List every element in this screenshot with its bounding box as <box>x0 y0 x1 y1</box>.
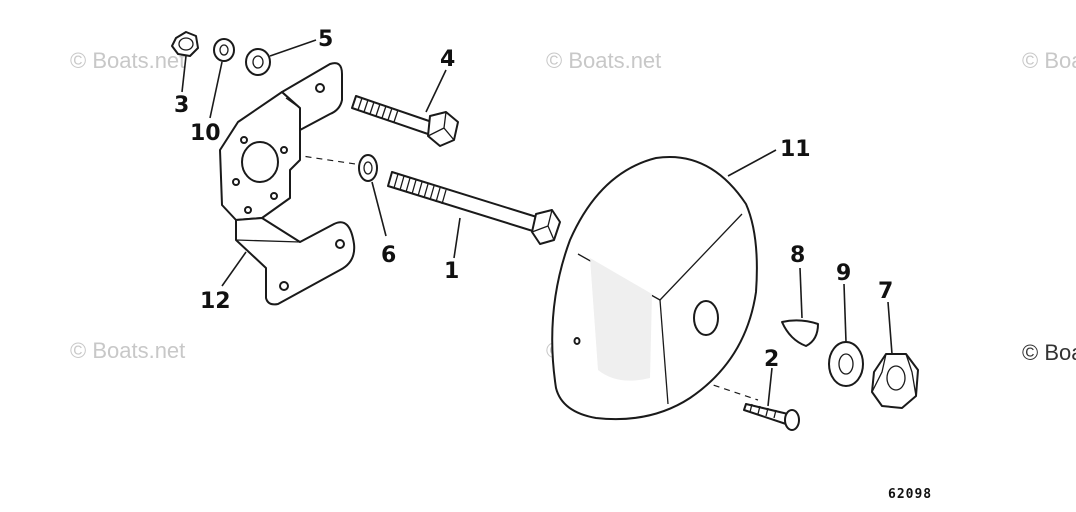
screw-part-2 <box>743 403 800 431</box>
watermark-top-left: © Boats.net <box>70 48 185 73</box>
bolt-part-4 <box>351 95 459 147</box>
assembly-line-screw <box>577 339 759 401</box>
leader-6 <box>371 181 387 237</box>
callout-2: 2 <box>764 347 779 372</box>
washer-part-9 <box>828 341 864 387</box>
watermark-top-center: © Boats.net <box>546 48 661 73</box>
leader-7 <box>887 301 893 355</box>
callout-11: 11 <box>780 137 811 162</box>
bracket-part-12 <box>219 62 356 306</box>
washer-part-6 <box>358 154 378 182</box>
leader-8 <box>799 267 803 319</box>
leader-5 <box>269 39 317 57</box>
callout-3: 3 <box>174 93 189 118</box>
diagram-part-number: 62098 <box>888 487 932 502</box>
watermark-mid-left: © Boats.net <box>70 338 185 363</box>
watermark-mid-right: © Boats.net <box>1022 340 1076 365</box>
leader-1 <box>453 217 461 259</box>
nut-part-7 <box>871 353 919 409</box>
callout-6: 6 <box>381 243 396 268</box>
lockwasher-part-10 <box>213 38 235 62</box>
callout-12: 12 <box>200 289 231 314</box>
leader-10 <box>209 61 223 119</box>
leader-9 <box>843 283 847 343</box>
callout-8: 8 <box>790 243 805 268</box>
leader-4 <box>425 69 447 113</box>
callout-10: 10 <box>190 121 221 146</box>
key-part-8 <box>781 319 819 347</box>
leader-12 <box>221 251 247 287</box>
watermark-top-right: © Boats.net <box>1022 48 1076 73</box>
bolt-part-1 <box>387 171 561 245</box>
leader-11 <box>727 149 777 177</box>
washer-part-5 <box>245 48 271 76</box>
cover-part-11 <box>551 156 758 421</box>
callout-1: 1 <box>444 259 459 284</box>
nut-part-3 <box>171 31 199 57</box>
callout-7: 7 <box>878 279 893 304</box>
callout-9: 9 <box>836 261 851 286</box>
leader-3 <box>181 55 187 93</box>
leader-2 <box>767 367 773 407</box>
callout-4: 4 <box>440 47 455 72</box>
callout-5: 5 <box>318 27 333 52</box>
